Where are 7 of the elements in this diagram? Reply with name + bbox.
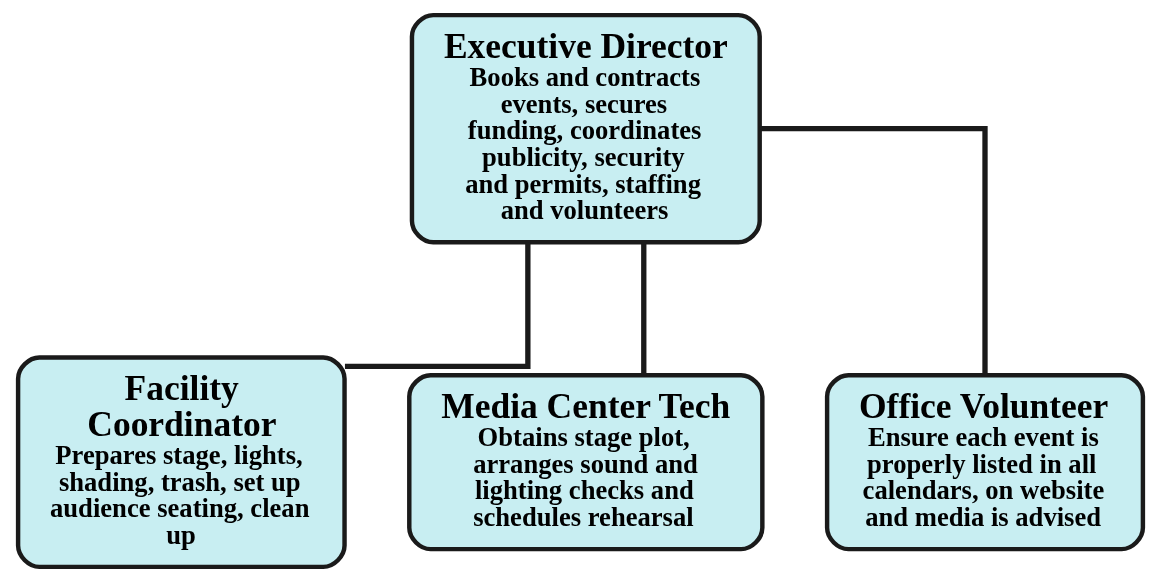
connector (344, 242, 530, 370)
node-box: Executive Director Books and contracts events, secures funding, coordinates publicity, security and permits, staffing and volunteers (409, 12, 762, 245)
node-box: Media Center Tech Obtains stage plot, arranges sound and lighting checks and schedules rehearsal (406, 373, 765, 552)
node-box: Office Volunteer Ensure each event is properly listed in all calendars, on website and media is advised (824, 373, 1145, 552)
connector (640, 242, 646, 376)
connector (759, 126, 988, 375)
node-box: Facility Coordinator Prepares stage, lights, shading, trash, set up audience seating, clean up (15, 355, 347, 570)
